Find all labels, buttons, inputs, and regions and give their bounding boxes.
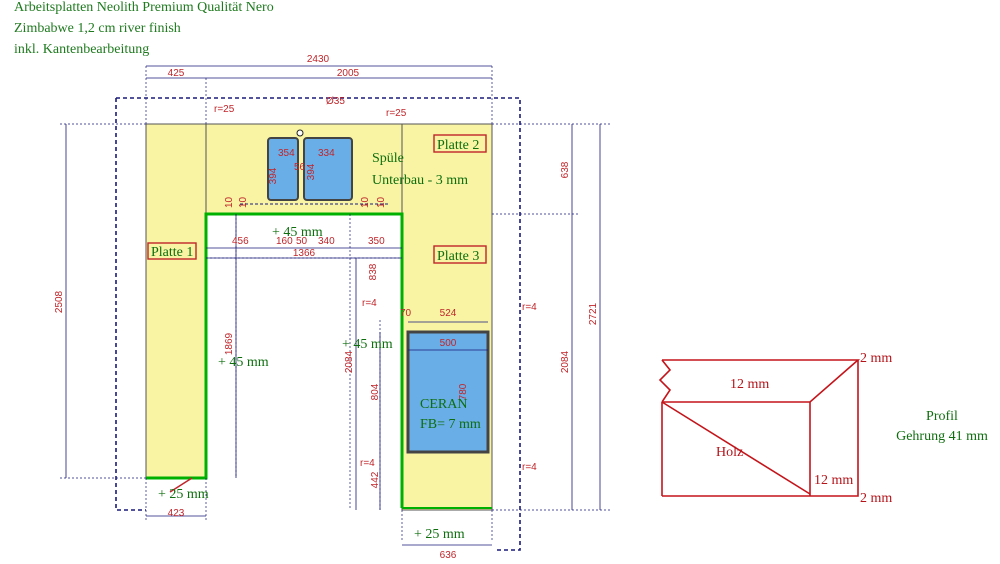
dim-2721: 2721 [588, 302, 599, 325]
dim-10-c: 10 [360, 196, 371, 208]
profile-12mm-side: 12 mm [814, 473, 853, 488]
plus25-right: + 25 mm [414, 527, 465, 542]
dim-394-right: 394 [306, 163, 317, 180]
dim-1366: 1366 [293, 248, 316, 259]
profile-2mm-bottom: 2 mm [860, 491, 892, 506]
edge-green-inner [146, 212, 404, 508]
spuele-label: Spüle [372, 151, 404, 166]
dim-394-left: 394 [268, 167, 279, 184]
plus25-left: + 25 mm [158, 487, 209, 502]
header-line-1: Arbeitsplatten Neolith Premium Qualität … [14, 0, 274, 15]
dim-340: 340 [318, 236, 335, 247]
profile-title: Profil [926, 409, 958, 424]
plate-1-label: Platte 1 [151, 245, 193, 260]
profile-12mm-top: 12 mm [730, 377, 769, 392]
unterbau-label: Unterbau - 3 mm [372, 173, 468, 188]
dim-500: 500 [440, 338, 457, 349]
ceran-cooktop [406, 330, 490, 454]
header-line-3: inkl. Kantenbearbeitung [14, 42, 150, 57]
ceran-label: CERAN [420, 397, 467, 412]
profile-holz: Holz [716, 445, 743, 460]
profile-subtitle: Gehrung 41 mm [896, 429, 988, 444]
plus45-left: + 45 mm [218, 355, 269, 370]
dim-524: 524 [440, 308, 457, 319]
plus45-top: + 45 mm [272, 225, 323, 240]
plus45-mid: + 45 mm [342, 337, 393, 352]
dim-2508: 2508 [54, 290, 65, 313]
dim-780: 780 [458, 383, 469, 400]
dim-10-b: 10 [238, 196, 249, 208]
dim-r4-bottom-left: r=4 [360, 458, 375, 469]
dim-638: 638 [560, 161, 571, 178]
dim-10-d: 10 [376, 196, 387, 208]
fb-label: FB= 7 mm [420, 417, 481, 432]
dim-o35: Ø35 [326, 96, 345, 107]
profile-detail [658, 359, 861, 497]
plate-3-label: Platte 3 [437, 249, 479, 264]
dim-425: 425 [168, 68, 185, 79]
dim-334: 334 [318, 148, 335, 159]
dim-70: 70 [400, 308, 412, 319]
dim-456: 456 [232, 236, 249, 247]
dim-350: 350 [368, 236, 385, 247]
sink-basin-large [303, 137, 353, 201]
dim-2430: 2430 [307, 54, 330, 65]
dim-804: 804 [370, 383, 381, 400]
plate-2-box [433, 134, 487, 153]
plate-2-label: Platte 2 [437, 138, 479, 153]
dim-r4-top-left: r=4 [362, 298, 377, 309]
dim-r4-top-right: r=4 [522, 302, 537, 313]
dim-423: 423 [168, 508, 185, 519]
outer-dashed-outline [115, 97, 521, 551]
dim-r25-left: r=25 [214, 104, 235, 115]
plate-3-box [433, 245, 487, 264]
dim-50: 50 [296, 236, 308, 247]
dim-56: 56 [294, 162, 306, 173]
sink-basin-small [267, 137, 299, 201]
dim-636: 636 [440, 550, 457, 561]
dimension-lines [65, 65, 601, 546]
dim-2084-left: 2084 [344, 350, 355, 373]
edge-arrow-left [169, 477, 193, 493]
dim-838: 838 [368, 263, 379, 280]
faucet-hole [296, 129, 304, 137]
dim-r25-right: r=25 [386, 108, 407, 119]
header-line-2: Zimbabwe 1,2 cm river finish [14, 21, 181, 36]
dim-442: 442 [370, 471, 381, 488]
dim-10-a: 10 [224, 196, 235, 208]
dim-354: 354 [278, 148, 295, 159]
dim-2084-right: 2084 [560, 350, 571, 373]
dim-2005: 2005 [337, 68, 360, 79]
plate-1-box [147, 242, 197, 260]
dim-160: 160 [276, 236, 293, 247]
dim-r4-bottom-right: r=4 [522, 462, 537, 473]
profile-2mm-top: 2 mm [860, 351, 892, 366]
dim-1869: 1869 [224, 332, 235, 355]
